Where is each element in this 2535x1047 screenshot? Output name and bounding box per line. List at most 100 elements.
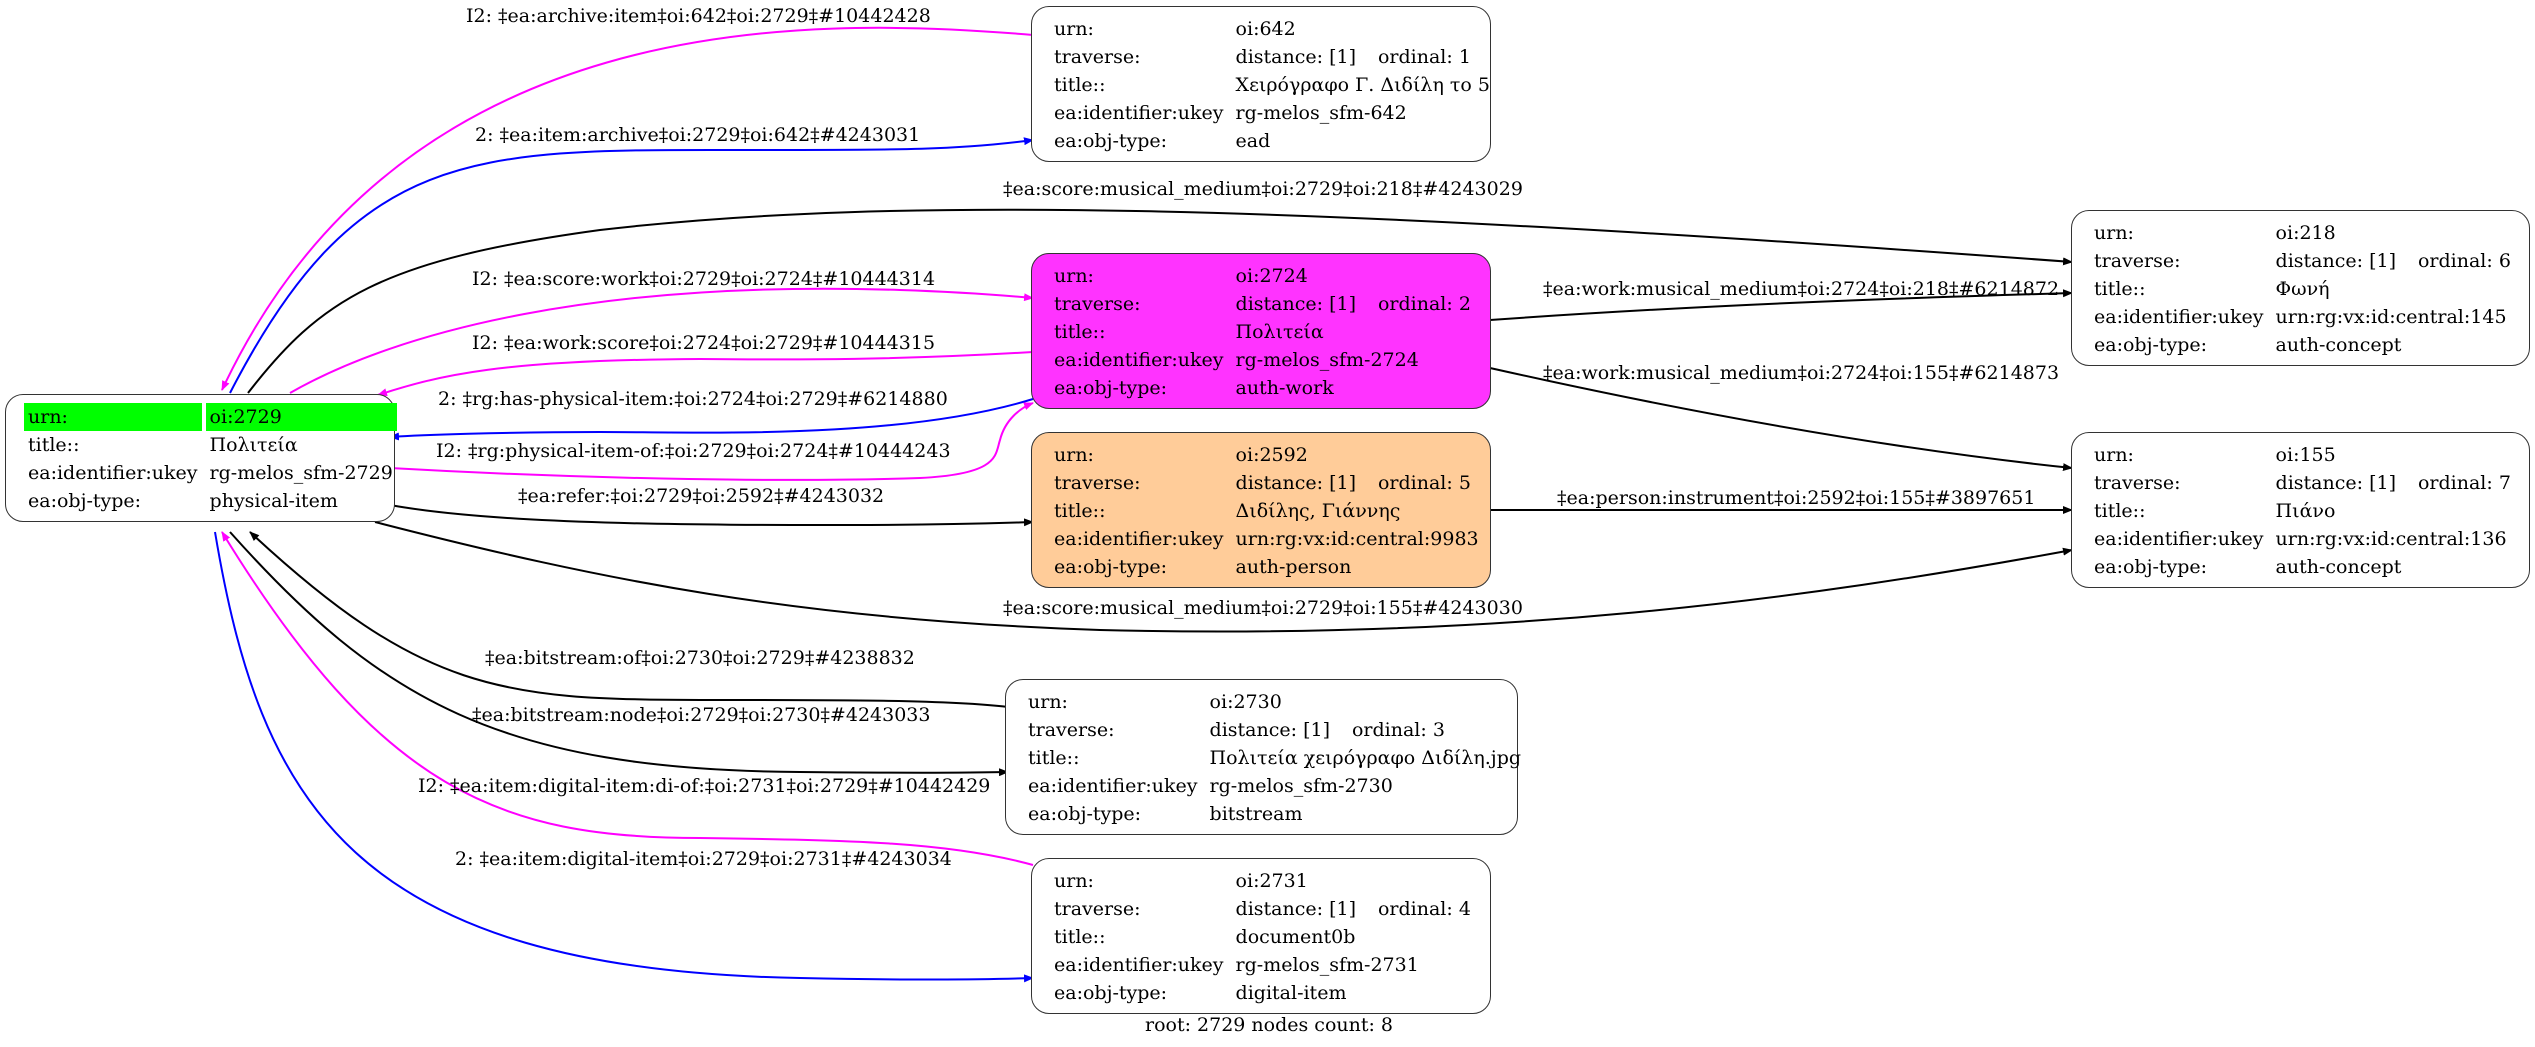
field-value: Φωνή: [2275, 278, 2330, 300]
edge-2729-to-2724-physical-of[interactable]: [389, 402, 1034, 481]
edge-2724-to-2729-work[interactable]: [377, 351, 1034, 397]
field-value: bitstream: [1209, 803, 1303, 825]
edge-2729-to-2592-refer[interactable]: [389, 504, 1034, 527]
edge-642-to-2729[interactable]: [221, 26, 1034, 391]
field-key: traverse:: [1054, 472, 1141, 494]
field-key: title::: [2094, 278, 2146, 300]
field-value: Πολιτεία: [209, 434, 298, 456]
node-fields: urn:oi:2724 traverse:distance: [1]ordina…: [1046, 262, 1479, 402]
field-value: auth-concept: [2275, 334, 2402, 356]
field-value: rg-melos_sfm-2731: [1235, 954, 1419, 976]
field-key: title::: [2094, 500, 2146, 522]
field-value: digital-item: [1235, 982, 1347, 1004]
field-key: ea:identifier:ukey: [2094, 306, 2264, 328]
field-value: ead: [1235, 130, 1271, 152]
field-key: ea:obj-type:: [1054, 556, 1168, 578]
field-urn: urn:oi:2729: [24, 403, 397, 431]
field-value: oi:642: [1235, 18, 1296, 40]
edge-label: 2: ‡rg:has-physical-item:‡oi:2724‡oi:272…: [438, 388, 948, 410]
field-value: Διδίλης, Γιάννης: [1235, 500, 1401, 522]
field-key: ea:identifier:ukey: [1028, 775, 1198, 797]
edge-2731-to-2729[interactable]: [221, 531, 1034, 866]
node-oi-2592[interactable]: urn: oi:2592 traverse: distance: [1] ordina…: [1031, 432, 1491, 588]
ordinal: ordinal: 6: [2417, 250, 2511, 272]
edge-label: 2: ‡ea:item:archive‡oi:2729‡oi:642‡#4243…: [475, 124, 921, 146]
field-value: Χειρόγραφο Γ. Διδίλη το 5: [1235, 74, 1490, 96]
edge-2724-to-218[interactable]: [1489, 289, 2073, 321]
field-value: rg-melos_sfm-2730: [1209, 775, 1393, 797]
edge-label: I2: ‡ea:work:score‡oi:2724‡oi:2729‡#1044…: [472, 332, 936, 354]
node-oi-2731[interactable]: urn:oi:2731 traverse:distance: [1]ordina…: [1031, 858, 1491, 1014]
field-key: ea:obj-type:: [2094, 334, 2208, 356]
node-oi-642[interactable]: urn: oi:642 traverse: distance: [1] ordinal…: [1031, 6, 1491, 162]
field-key: ea:identifier:ukey: [1054, 102, 1224, 124]
edge-2729-to-2724-score[interactable]: [289, 287, 1034, 394]
field-value: physical-item: [209, 490, 338, 512]
edge-label: I2: ‡ea:item:digital-item:di-of:‡oi:2731…: [418, 775, 991, 797]
field-value: oi:155: [2275, 444, 2336, 466]
distance: distance: [1]: [2275, 250, 2396, 272]
node-oi-155[interactable]: urn:oi:155 traverse:distance: [1]ordinal…: [2071, 432, 2530, 588]
ordinal: ordinal: 4: [1377, 898, 1471, 920]
field-value: distance: [1] ordinal: 5: [1232, 469, 1483, 497]
ordinal: ordinal: 5: [1377, 472, 1471, 494]
distance: distance: [1]: [1235, 293, 1356, 315]
field-key: urn:: [1054, 18, 1094, 40]
field-key: title::: [1054, 500, 1106, 522]
distance: distance: [1]: [1235, 898, 1356, 920]
field-key: ea:obj-type:: [2094, 556, 2208, 578]
node-oi-2729[interactable]: urn:oi:2729 title::Πολιτεία ea:identifie…: [5, 394, 397, 522]
field-key: traverse:: [1054, 293, 1141, 315]
field-value: oi:2730: [1209, 691, 1282, 713]
ordinal: ordinal: 7: [2417, 472, 2511, 494]
field-value: auth-work: [1235, 377, 1334, 399]
field-value: auth-person: [1235, 556, 1352, 578]
field-key: traverse:: [1054, 46, 1141, 68]
field-key: urn:: [2094, 222, 2134, 244]
edge-2729-to-155[interactable]: [374, 521, 2073, 633]
ordinal: ordinal: 1: [1377, 46, 1471, 68]
edge-2730-to-2729[interactable]: [249, 531, 1009, 708]
field-value: rg-melos_sfm-2724: [1235, 349, 1419, 371]
edge-2729-to-2731[interactable]: [214, 531, 1034, 983]
node-fields: urn: oi:642 traverse: distance: [1] ordinal…: [1046, 15, 1498, 155]
node-oi-2724[interactable]: urn:oi:2724 traverse:distance: [1]ordina…: [1031, 253, 1491, 409]
edge-2724-to-2729-has-physical[interactable]: [389, 398, 1034, 441]
edge-label: ‡ea:bitstream:node‡oi:2729‡oi:2730‡#4243…: [472, 704, 931, 726]
node-fields: urn:oi:2730 traverse:distance: [1]ordina…: [1020, 688, 1529, 828]
field-value: oi:2731: [1235, 870, 1308, 892]
field-type: ea:obj-type:physical-item: [24, 487, 397, 515]
node-fields: urn: oi:2592 traverse: distance: [1] ordina…: [1046, 441, 1487, 581]
edge-label: I2: ‡ea:score:work‡oi:2729‡oi:2724‡#1044…: [472, 268, 936, 290]
edge-2729-to-218[interactable]: [247, 208, 2073, 394]
node-oi-2730[interactable]: urn:oi:2730 traverse:distance: [1]ordina…: [1005, 679, 1521, 835]
field-key: title::: [1054, 74, 1106, 96]
field-value: Πολιτεία χειρόγραφο Διδίλη.jpg: [1209, 747, 1522, 769]
field-key: ea:obj-type:: [1054, 982, 1168, 1004]
field-key: ea:identifier:ukey: [2094, 528, 2264, 550]
distance: distance: [1]: [1235, 472, 1356, 494]
field-key: urn:: [1054, 870, 1094, 892]
field-value: oi:2592: [1235, 444, 1308, 466]
field-value: distance: [1]ordinal: 3: [1206, 716, 1525, 744]
field-key: urn:: [24, 403, 202, 431]
edge-label: ‡ea:bitstream:of‡oi:2730‡oi:2729‡#423883…: [485, 647, 915, 669]
edge-2729-to-2730[interactable]: [229, 531, 1009, 777]
edge-2724-to-155[interactable]: [1489, 367, 2073, 472]
field-value: document0b: [1235, 926, 1356, 948]
field-value: Πιάνο: [2275, 500, 2336, 522]
node-oi-218[interactable]: urn:oi:218 traverse:distance: [1]ordinal…: [2071, 210, 2530, 366]
field-key: ea:obj-type:: [1028, 803, 1142, 825]
field-value: distance: [1] ordinal: 4: [1232, 895, 1475, 923]
field-value: oi:218: [2275, 222, 2336, 244]
field-key: urn:: [1054, 444, 1094, 466]
distance: distance: [1]: [2275, 472, 2396, 494]
edge-label: I2: ‡ea:archive:item‡oi:642‡oi:2729‡#104…: [466, 5, 931, 27]
field-value: distance: [1] ordinal: 7: [2272, 469, 2515, 497]
graph-footer: root: 2729 nodes count: 8: [1145, 1014, 1394, 1036]
field-key: ea:obj-type:: [1054, 377, 1168, 399]
edge-2729-to-642[interactable]: [229, 137, 1034, 394]
distance: distance: [1]: [1235, 46, 1356, 68]
node-fields: urn:oi:155 traverse:distance: [1]ordinal…: [2086, 441, 2519, 581]
distance: distance: [1]: [1209, 719, 1330, 741]
